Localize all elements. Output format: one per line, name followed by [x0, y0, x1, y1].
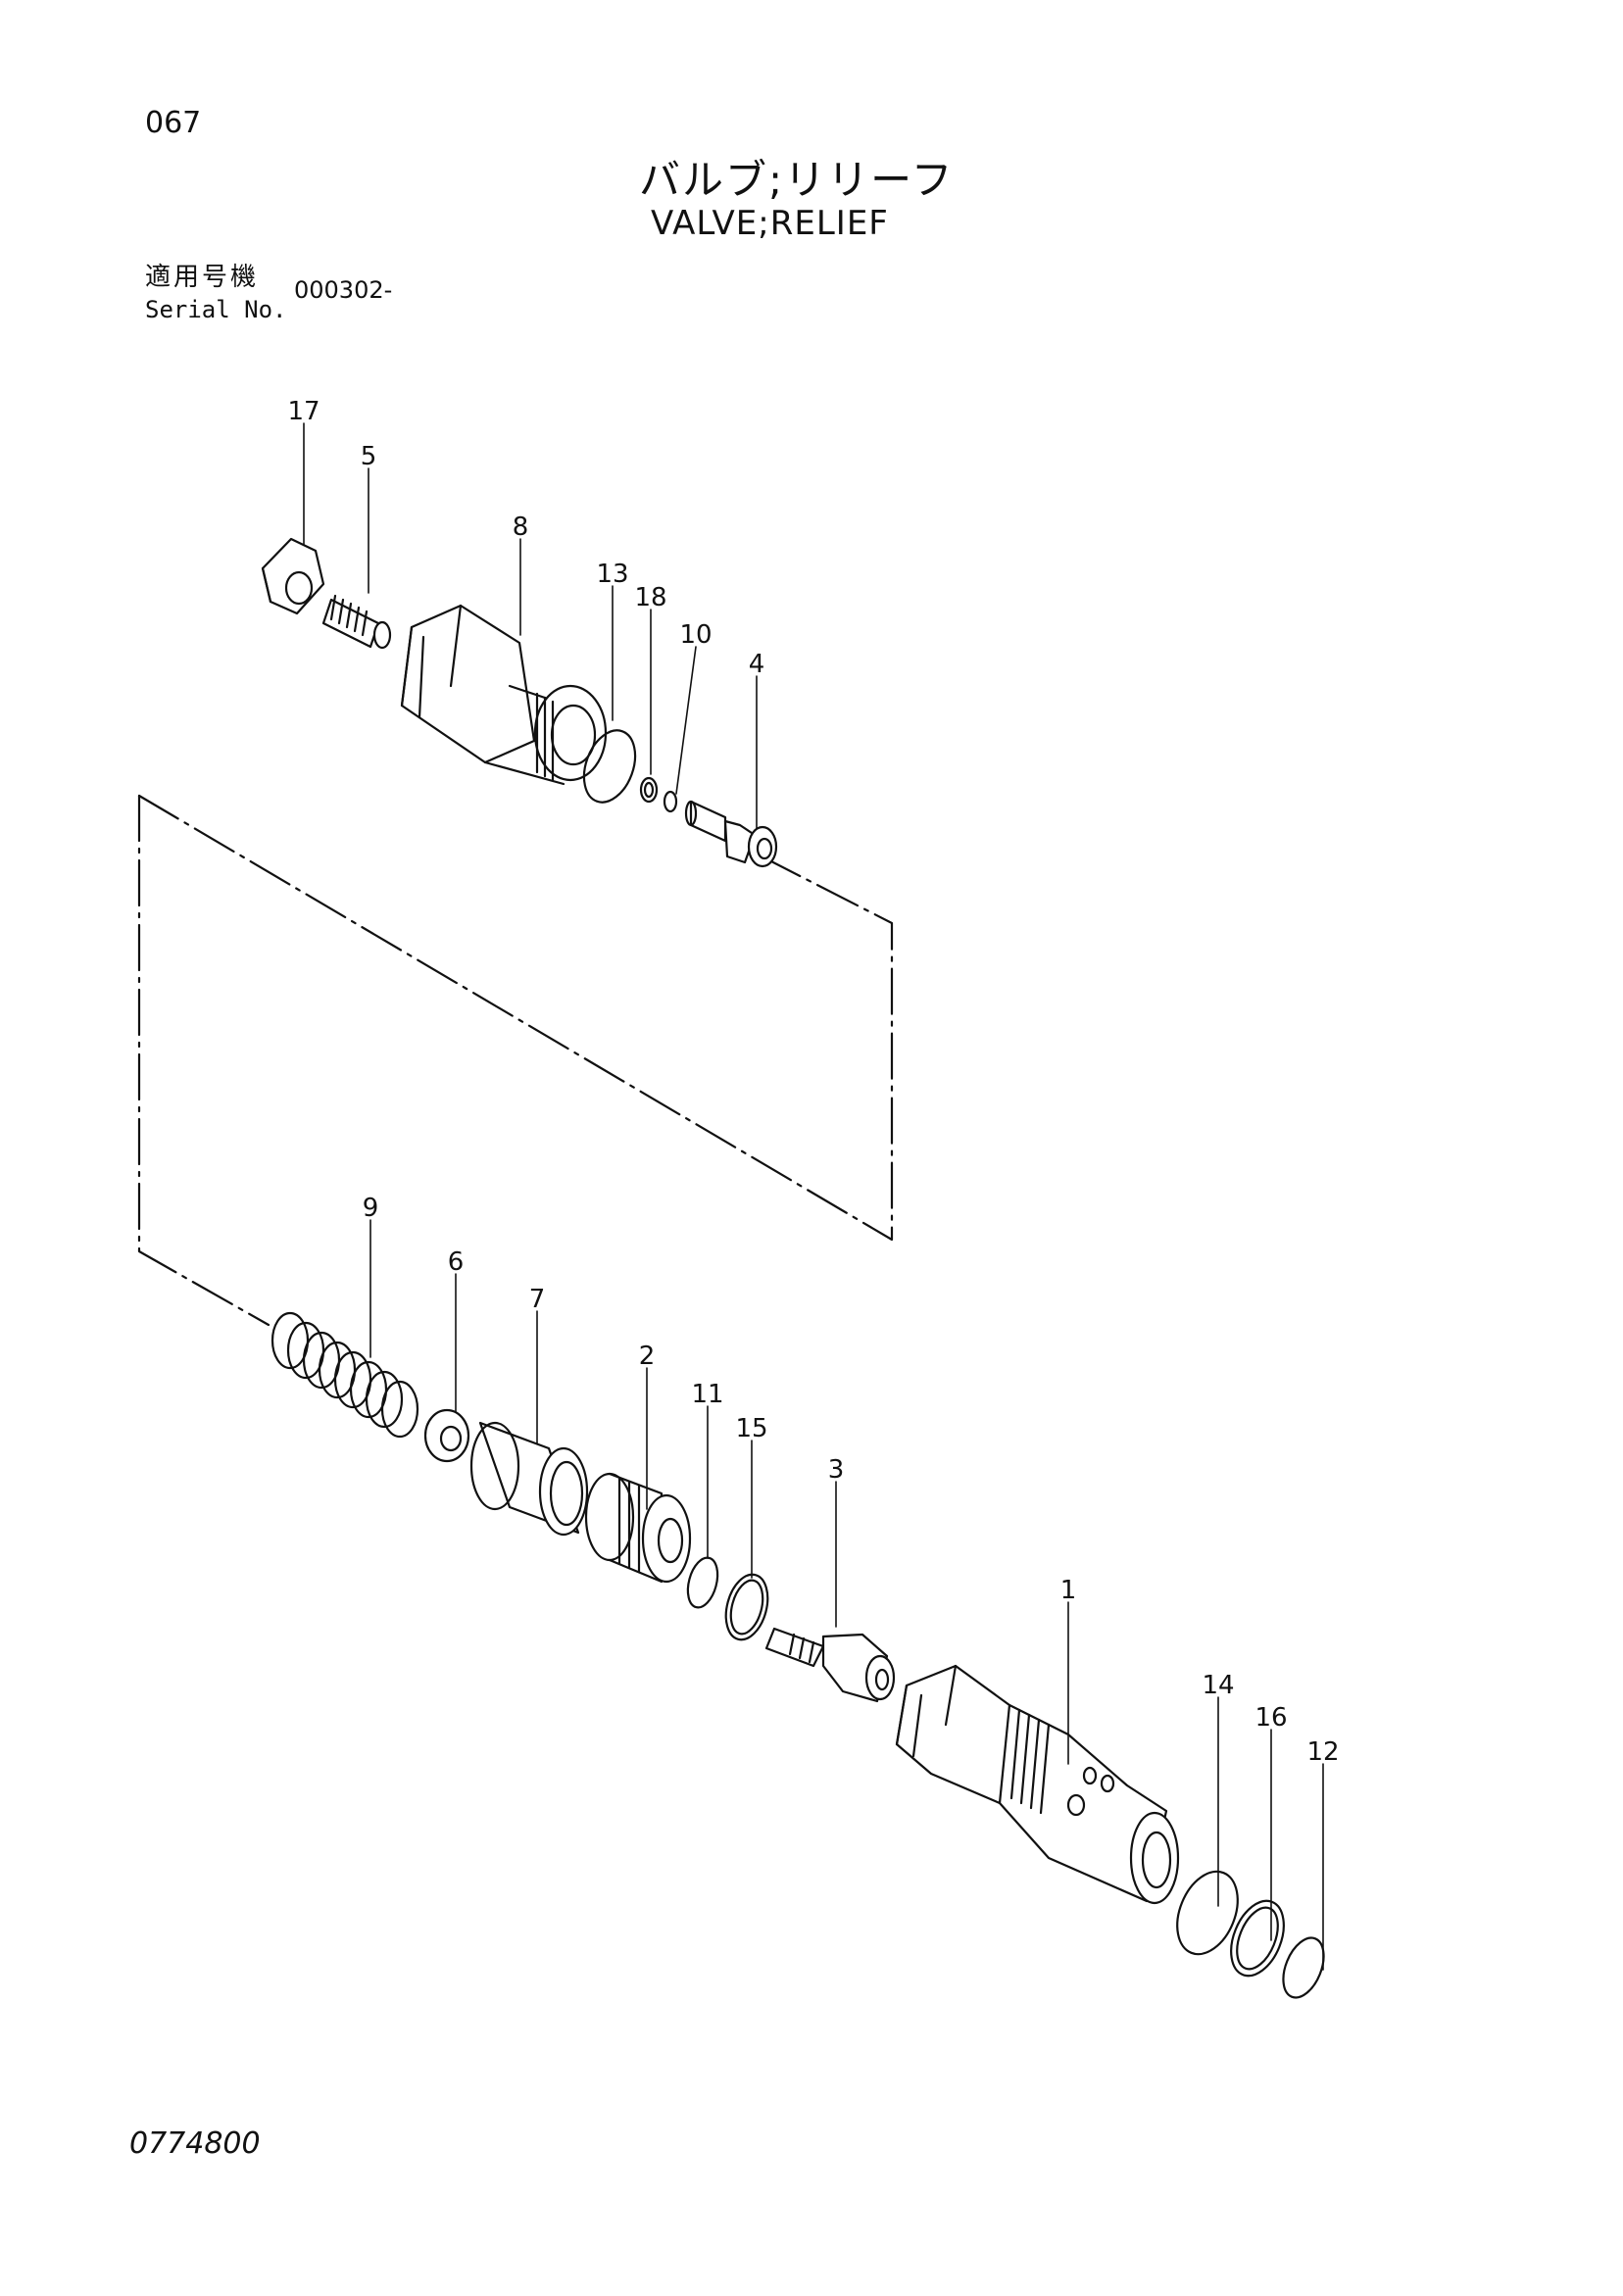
callout-14: 14: [1202, 1671, 1234, 1700]
piston-part-2: [584, 1472, 692, 1584]
washer-part-6: [423, 1408, 470, 1463]
title-english: VALVE;RELIEF: [651, 204, 889, 243]
callout-2: 2: [639, 1342, 656, 1371]
backup-ring-part-10: [663, 790, 678, 813]
page-number: 067: [145, 106, 202, 140]
callout-5: 5: [361, 442, 377, 471]
lock-nut-part-17: [261, 537, 325, 615]
o-ring-part-11: [686, 1556, 719, 1609]
serial-label-english: Serial No.: [145, 296, 287, 323]
callout-7: 7: [529, 1285, 546, 1314]
callout-1: 1: [1060, 1576, 1077, 1605]
title-japanese: バルブ;リリーフ: [639, 156, 955, 204]
poppet-part-4: [684, 800, 778, 868]
callout-17: 17: [287, 397, 320, 426]
spring-part-9: [270, 1311, 419, 1439]
o-ring-part-12: [1282, 1936, 1325, 1999]
valve-body-part-1: [895, 1664, 1180, 1905]
callout-18: 18: [634, 583, 666, 612]
o-ring-part-13: [582, 729, 637, 804]
adjusting-screw-part-5: [321, 594, 392, 650]
callout-13: 13: [596, 560, 628, 589]
callout-6: 6: [448, 1247, 465, 1277]
callout-9: 9: [363, 1194, 379, 1223]
callout-12: 12: [1306, 1737, 1339, 1767]
callout-10: 10: [679, 620, 712, 650]
callout-4: 4: [749, 650, 765, 679]
callout-15: 15: [735, 1414, 767, 1443]
callout-16: 16: [1254, 1703, 1287, 1733]
o-ring-part-14: [1176, 1870, 1239, 1956]
leader-lines: [303, 422, 1324, 1971]
small-ring-part-18: [639, 776, 659, 804]
sleeve-part-7: [469, 1421, 589, 1537]
backup-ring-part-16: [1230, 1899, 1285, 1978]
serial-number-value: 000302-: [294, 276, 393, 304]
plug-housing-part-8: [400, 604, 608, 786]
assembly-connection-lines: [137, 794, 894, 1327]
pilot-poppet-part-3: [764, 1627, 896, 1703]
serial-label-japanese: 適用号機: [145, 263, 260, 292]
callout-11: 11: [691, 1380, 723, 1409]
callout-3: 3: [828, 1455, 845, 1485]
drawing-number: 0774800: [129, 2126, 261, 2161]
callout-8: 8: [513, 513, 529, 542]
backup-ring-part-15: [724, 1573, 769, 1641]
callout-labels: 17 5 8 13 18 10 4 9 6 7 2 11 15 3 1 14 1…: [287, 397, 1339, 1767]
